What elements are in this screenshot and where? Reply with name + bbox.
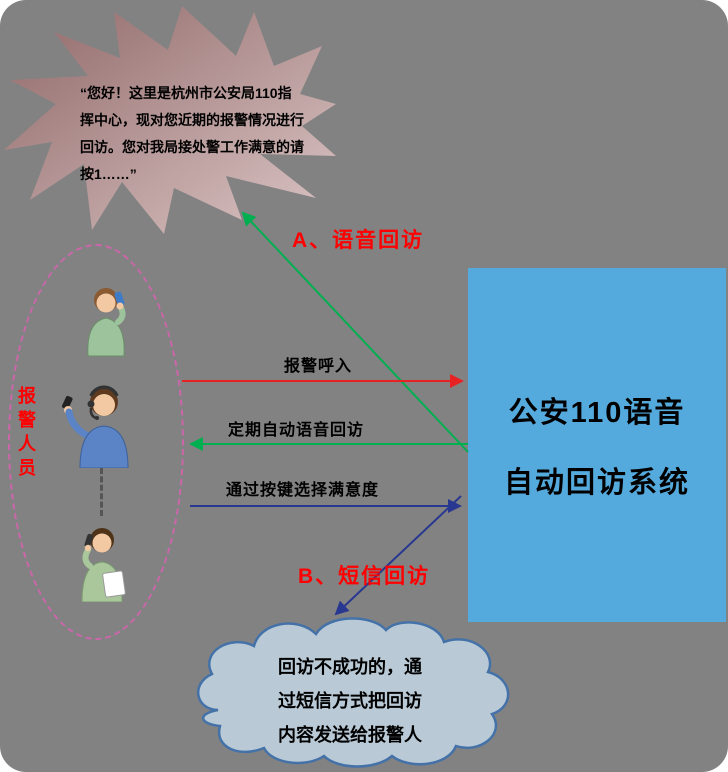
phone-icon [84, 533, 94, 548]
caller-1-hand [116, 302, 124, 310]
burst-line-2: 挥中心，现对您近期的报警情况进行 [80, 112, 304, 128]
cloud-line-2: 过短信方式把回访 [278, 691, 422, 711]
call-in-label: 报警呼入 [284, 358, 353, 375]
speech-burst [4, 6, 336, 234]
system-box: 公安110语音 自动回访系统 [468, 268, 726, 622]
caller-3-hand [84, 544, 92, 552]
burst-line-1: “您好！这里是杭州市公安局110指 [80, 85, 292, 101]
system-box-line2: 自动回访系统 [503, 467, 690, 499]
periodic-voice-label: 定期自动语音回访 [228, 422, 365, 439]
caller-illustration-3 [81, 528, 126, 602]
caller-illustration-1 [87, 288, 126, 357]
arrow-sms [334, 495, 462, 616]
caller-illustration-2 [61, 385, 129, 468]
caller-2-face [93, 394, 115, 416]
caller-1-body [87, 317, 125, 357]
caller-2-body [79, 425, 129, 468]
caller-3-figure [81, 528, 126, 602]
phone-icon [114, 291, 125, 307]
voice-callback-label: A、语音回访 [292, 229, 425, 252]
keypress-label: 通过按键选择满意度 [226, 482, 380, 499]
callers-ellipsis [100, 468, 103, 516]
sms-cloud [196, 617, 510, 768]
system-box-line1: 公安110语音 [508, 397, 686, 429]
caller-1-face [96, 293, 116, 313]
caller-3-arm [82, 547, 93, 569]
caller-2-figure [61, 385, 129, 468]
sms-cloud-shape [196, 617, 510, 768]
caller-2-arm [65, 408, 92, 440]
headset-icon [89, 385, 119, 397]
headset-mic [95, 416, 99, 420]
phone-icon [61, 395, 73, 410]
cloud-line-3: 内容发送给报警人 [278, 725, 422, 745]
notepad-icon [102, 570, 126, 598]
speech-burst-text: “您好！这里是杭州市公安局110指 挥中心，现对您近期的报警情况进行 回访。您对… [80, 80, 326, 188]
headset-earpiece [87, 400, 95, 408]
cloud-line-1: 回访不成功的，通 [278, 657, 422, 677]
burst-line-4: 按1……” [80, 166, 137, 182]
speech-burst-shape [4, 6, 336, 234]
sms-callback-label: B、短信回访 [298, 565, 431, 588]
callers-group-ellipse [8, 244, 184, 640]
caller-3-face [92, 533, 112, 553]
sms-cloud-text: 回访不成功的，通 过短信方式把回访 内容发送给报警人 [210, 650, 490, 752]
caller-1-figure [87, 288, 126, 357]
burst-line-3: 回访。您对我局接处警工作满意的请 [80, 139, 304, 155]
callers-group-label: 报警人员 [16, 386, 36, 482]
